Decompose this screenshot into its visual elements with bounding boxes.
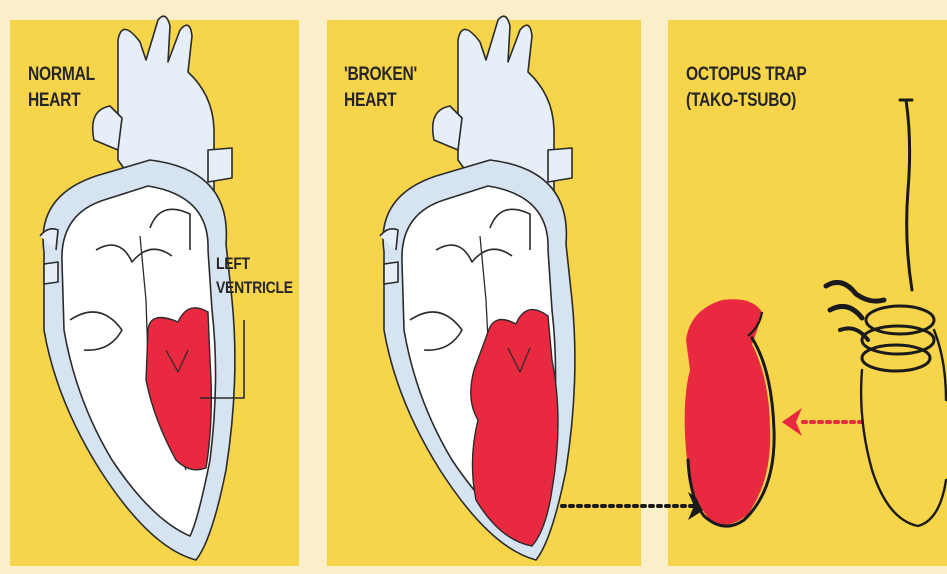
title-normal-line2: HEART — [28, 88, 95, 114]
left-ventricle-line1: LEFT — [216, 252, 293, 276]
title-broken-line1: 'BROKEN' — [344, 62, 417, 88]
rope-pot-sketch — [826, 100, 946, 526]
title-broken-line2: HEART — [344, 88, 417, 114]
title-trap-line1: OCTOPUS TRAP — [686, 62, 807, 88]
arrowhead-red — [782, 408, 802, 436]
left-ventricle-label: LEFT VENTRICLE — [216, 252, 293, 300]
broken-left-ventricle — [471, 310, 558, 546]
tako-tsubo-pot — [685, 299, 774, 526]
title-normal-line1: NORMAL — [28, 62, 95, 88]
title-normal-heart: NORMAL HEART — [28, 62, 95, 114]
title-octopus-trap: OCTOPUS TRAP (TAKO-TSUBO) — [686, 62, 807, 114]
title-broken-heart: 'BROKEN' HEART — [344, 62, 417, 114]
title-trap-line2: (TAKO-TSUBO) — [686, 88, 807, 114]
left-ventricle-line2: VENTRICLE — [216, 276, 293, 300]
